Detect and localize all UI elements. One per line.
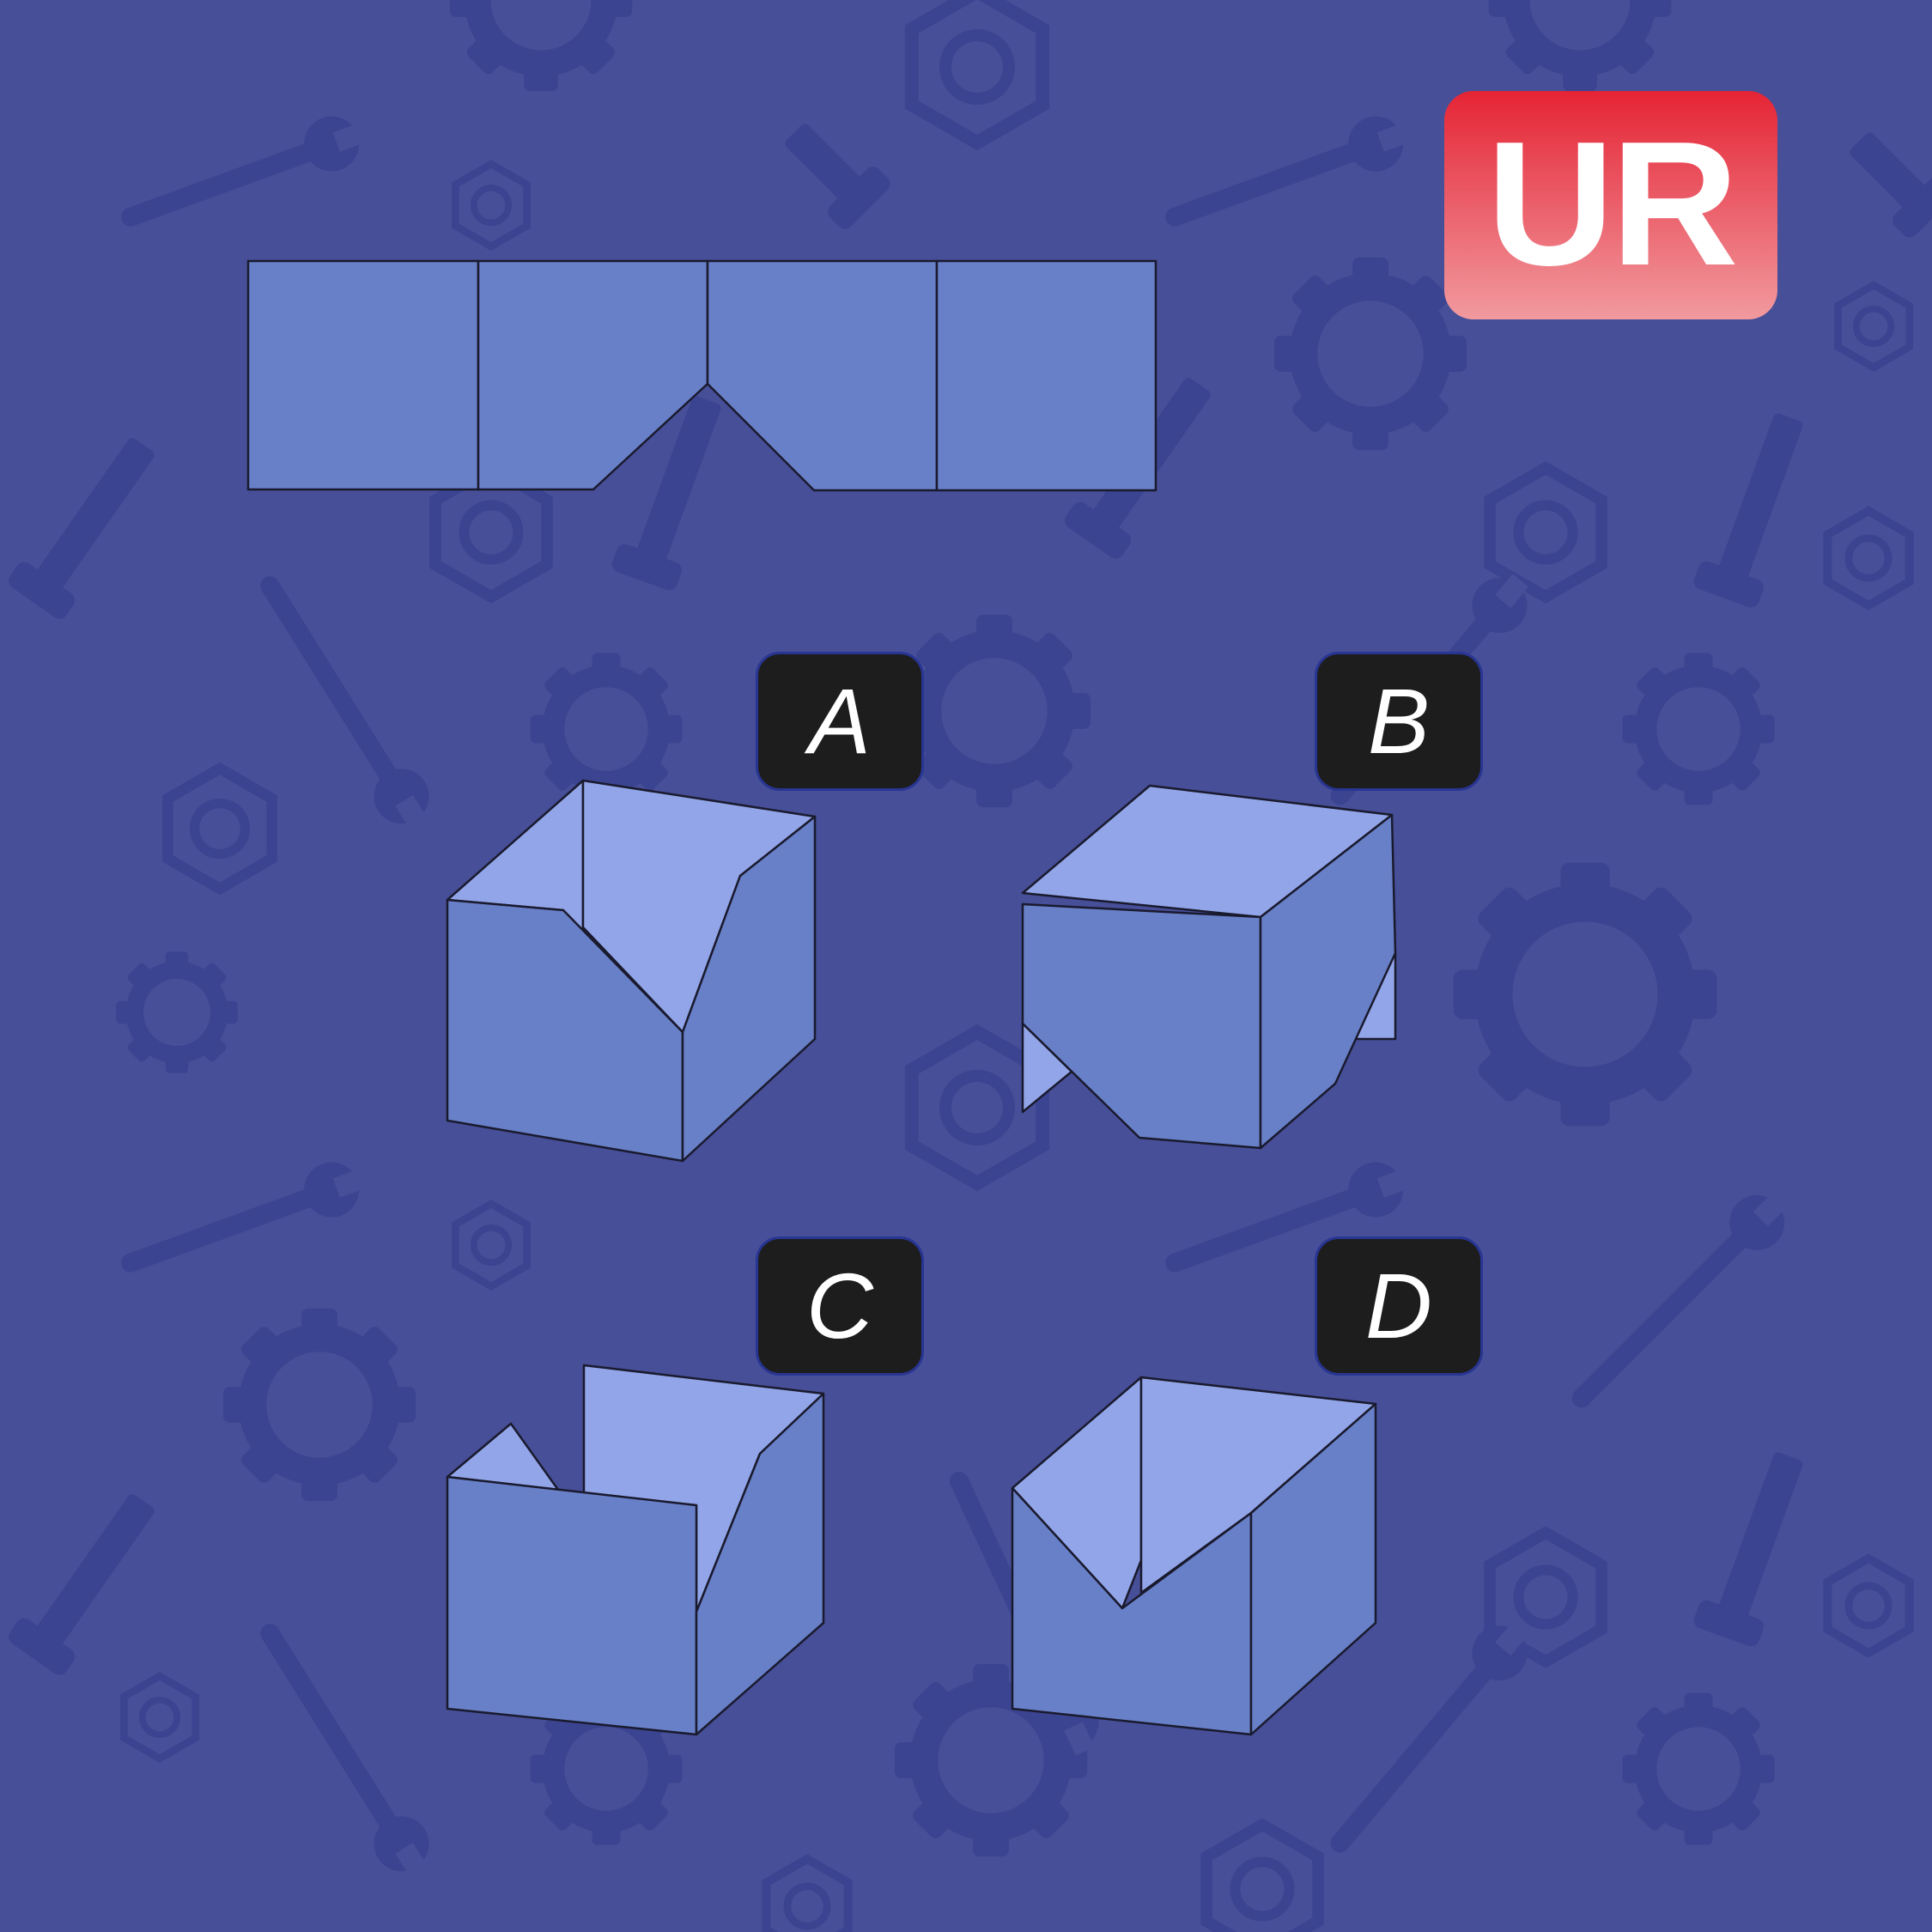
- option-b-badge[interactable]: B: [1315, 652, 1483, 791]
- option-a-box[interactable]: [446, 779, 817, 1163]
- option-c-box[interactable]: [446, 1364, 825, 1736]
- option-c-right: [695, 1392, 825, 1736]
- net-panel-4: [935, 259, 1157, 492]
- wrench-icon: [1165, 1162, 1410, 1273]
- nut-icon: [1484, 1526, 1607, 1668]
- gear-icon: [1273, 257, 1467, 451]
- gear-icon: [897, 614, 1091, 808]
- bolt-icon: [785, 124, 890, 229]
- gear-icon: [449, 0, 633, 92]
- nut-icon: [1834, 281, 1913, 372]
- nut-icon: [120, 1672, 199, 1763]
- wrench-icon: [260, 1624, 429, 1877]
- nut-icon: [452, 1200, 531, 1291]
- wrench-icon: [121, 1162, 366, 1273]
- wrench-icon: [1571, 1192, 1788, 1408]
- option-c-badge[interactable]: C: [756, 1236, 924, 1376]
- nut-icon: [1484, 461, 1607, 604]
- gear-icon: [1453, 862, 1717, 1127]
- option-d-badge[interactable]: D: [1315, 1236, 1483, 1376]
- wrench-icon: [1330, 1621, 1529, 1853]
- bolt-icon: [1850, 132, 1932, 238]
- wrench-icon: [121, 116, 366, 227]
- nut-icon: [1200, 1818, 1324, 1932]
- wrench-icon: [1165, 116, 1410, 227]
- bolt-icon: [611, 396, 721, 591]
- bolt-icon: [1693, 1452, 1803, 1647]
- gear-icon: [1622, 1692, 1775, 1845]
- nut-icon: [162, 762, 277, 896]
- bolt-icon: [9, 438, 155, 619]
- nut-icon: [429, 461, 553, 604]
- nut-icon: [762, 1854, 853, 1932]
- unfolded-net: [246, 259, 1157, 492]
- gear-icon: [530, 653, 683, 805]
- option-b-right: [1259, 813, 1397, 1150]
- nut-icon: [1823, 1553, 1914, 1658]
- brand-logo: UR: [1444, 91, 1777, 319]
- gear-icon: [222, 1308, 416, 1502]
- nut-icon: [1823, 506, 1914, 611]
- gear-icon: [1488, 0, 1672, 92]
- option-b-box[interactable]: [1021, 784, 1397, 1150]
- option-b-front: [1021, 902, 1262, 1150]
- net-panel-1: [246, 259, 480, 491]
- option-a-right: [681, 815, 817, 1163]
- option-c-front: [446, 1475, 698, 1736]
- nut-icon: [452, 160, 531, 251]
- bolt-icon: [9, 1494, 155, 1675]
- bolt-icon: [1693, 413, 1803, 608]
- wrench-icon: [260, 576, 429, 829]
- nut-icon: [904, 0, 1050, 151]
- option-d-right: [1249, 1402, 1377, 1736]
- option-d-box[interactable]: [1011, 1376, 1377, 1736]
- net-panel-3: [706, 259, 939, 492]
- gear-icon: [116, 951, 238, 1073]
- gear-icon: [1622, 653, 1775, 805]
- net-panel-2: [477, 259, 709, 491]
- option-a-badge[interactable]: A: [756, 652, 924, 791]
